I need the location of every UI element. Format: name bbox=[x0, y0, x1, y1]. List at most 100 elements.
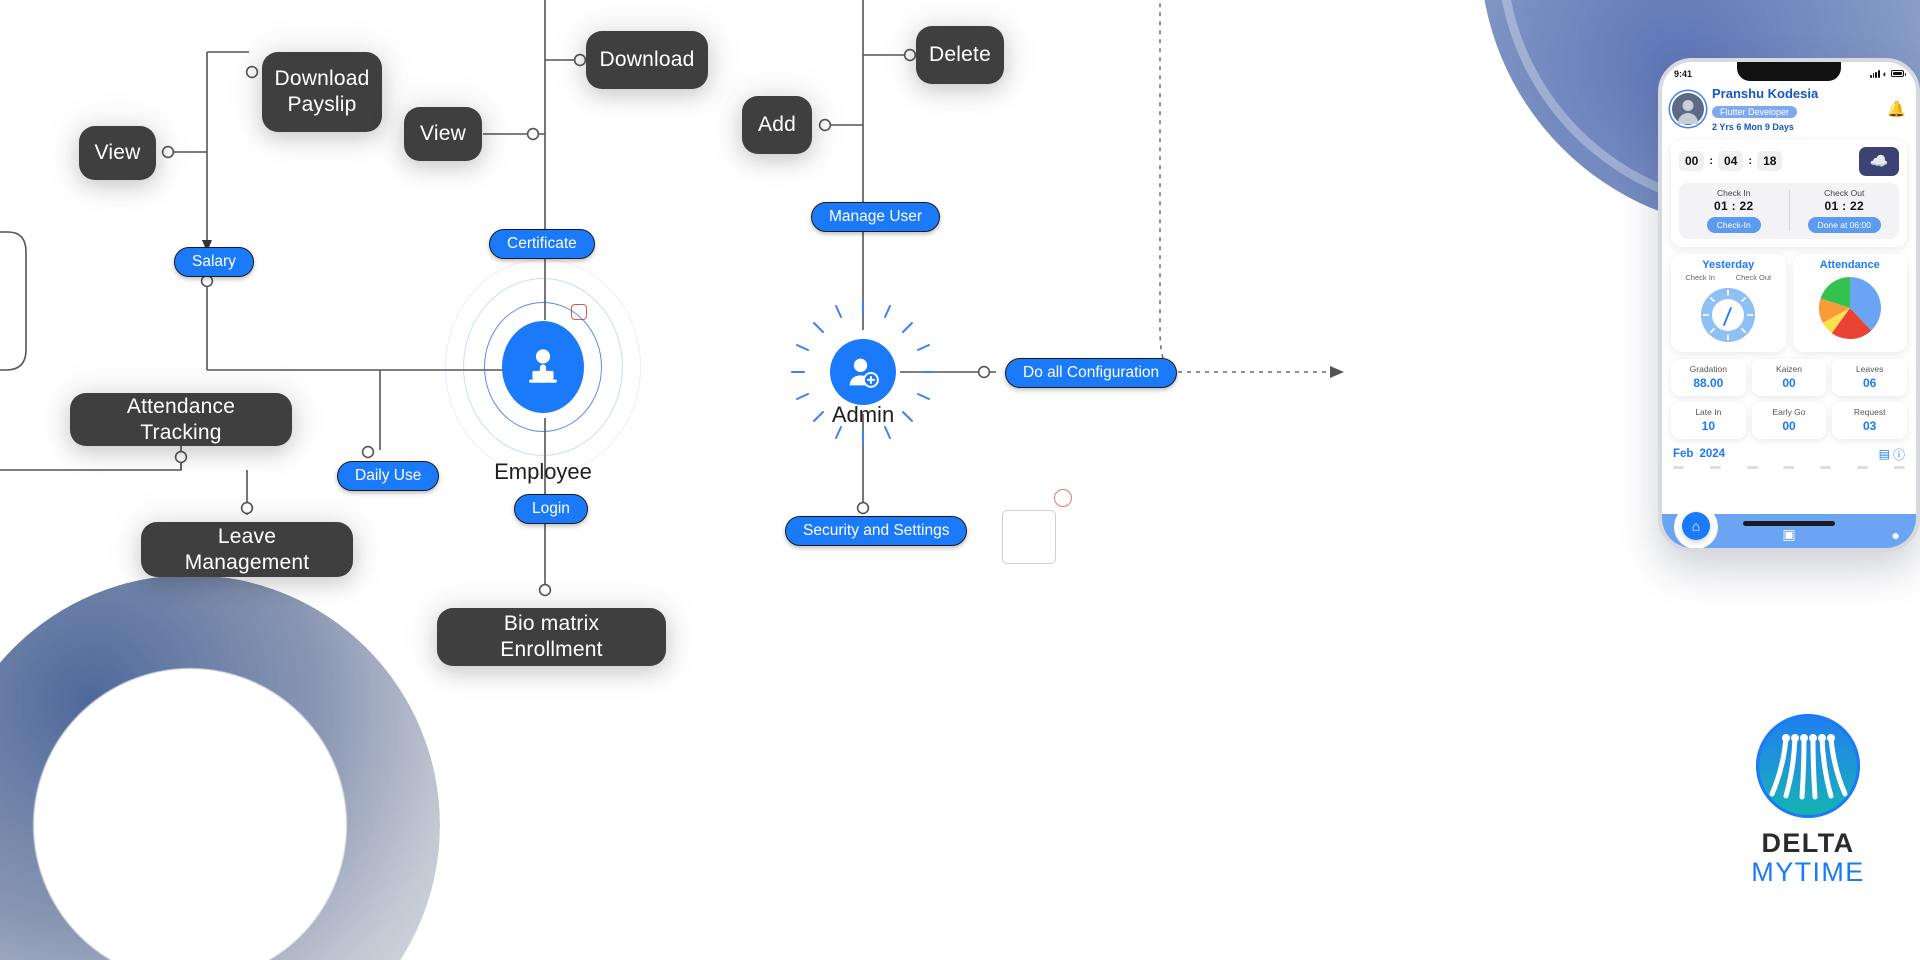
check-out-block: Check Out 01 : 22 Done at 06:00 bbox=[1790, 188, 1900, 233]
stat-kaizen[interactable]: Kaizen 00 bbox=[1751, 358, 1827, 396]
pie-slice bbox=[1820, 276, 1850, 308]
node-bio-matrix-enrollment[interactable]: Bio matrix Enrollment bbox=[437, 608, 666, 666]
node-manage-user[interactable]: Manage User bbox=[811, 202, 941, 232]
signal-icon bbox=[1869, 69, 1880, 78]
check-out-button[interactable]: Done at 06:00 bbox=[1807, 216, 1881, 233]
stat-value: 06 bbox=[1862, 375, 1877, 390]
timer-minutes: 04 bbox=[1718, 151, 1744, 172]
stat-key: Late In bbox=[1695, 406, 1722, 417]
timer-hours: 00 bbox=[1679, 151, 1705, 172]
check-in-label: Check In bbox=[1716, 187, 1751, 198]
home-indicator bbox=[1743, 521, 1835, 526]
admin-label: Admin bbox=[831, 402, 895, 427]
stat-late-in[interactable]: Late In 10 bbox=[1671, 401, 1746, 439]
phone-status-bar: 9:41 ◐ bbox=[1662, 62, 1916, 82]
profile-icon[interactable]: ● bbox=[1891, 527, 1900, 543]
stat-key: Leaves bbox=[1855, 363, 1884, 374]
node-attendance-tracking[interactable]: Attendance Tracking bbox=[70, 393, 292, 446]
stat-gradation[interactable]: Gradation 88.00 bbox=[1671, 358, 1746, 396]
node-daily-use[interactable]: Daily Use bbox=[337, 461, 440, 491]
stat-leaves[interactable]: Leaves 06 bbox=[1832, 358, 1907, 396]
timer-sep-1: : bbox=[1709, 155, 1714, 168]
list-view-icon[interactable]: ▤ bbox=[1878, 447, 1890, 462]
node-do-all-configuration[interactable]: Do all Configuration bbox=[1005, 358, 1178, 388]
yesterday-check-in-label: Check In bbox=[1685, 272, 1715, 282]
attendance-pie-chart bbox=[1797, 275, 1904, 341]
admin-icon bbox=[830, 339, 896, 405]
calendar-month: Feb bbox=[1673, 448, 1694, 461]
check-in-value: 01 : 22 bbox=[1714, 198, 1754, 213]
check-in-out-panel: Check In 01 : 22 Check-In Check Out 01 :… bbox=[1679, 182, 1900, 239]
stat-key: Early Go bbox=[1772, 406, 1806, 417]
node-download-certificate[interactable]: Download bbox=[586, 31, 708, 89]
node-view-salary[interactable]: View bbox=[79, 126, 156, 180]
stat-value: 00 bbox=[1782, 418, 1796, 433]
admin-rays bbox=[791, 300, 935, 444]
attendance-card[interactable]: Attendance bbox=[1792, 253, 1907, 352]
timer-sep-2: : bbox=[1748, 155, 1753, 168]
stat-value: 00 bbox=[1782, 375, 1796, 390]
calendar-year: 2024 bbox=[1699, 448, 1726, 461]
node-leave-management[interactable]: Leave Management bbox=[141, 522, 353, 577]
employee-halo-outer bbox=[445, 259, 641, 475]
phone-profile-header: Pranshu Kodesia Flutter Developer 2 Yrs … bbox=[1662, 82, 1916, 138]
employee-halo-inner bbox=[484, 302, 602, 432]
logo-name: DELTA bbox=[1761, 828, 1855, 858]
employee-icon bbox=[502, 321, 584, 413]
phone-mockup: 9:41 ◐ Pranshu Kodesia Flutter Developer… bbox=[1658, 58, 1920, 552]
user-tenure: 2 Yrs 6 Mon 9 Days bbox=[1712, 121, 1794, 132]
battery-icon bbox=[1891, 70, 1906, 77]
timer-card: 00 : 04 : 18 ☁️ Check In 01 : 22 Check-I… bbox=[1671, 139, 1907, 247]
wifi-icon: ◐ bbox=[1882, 68, 1888, 79]
decorative-white-square bbox=[1002, 510, 1056, 564]
check-in-block: Check In 01 : 22 Check-In bbox=[1679, 188, 1789, 233]
node-security-and-settings[interactable]: Security and Settings bbox=[785, 516, 968, 546]
check-in-button[interactable]: Check-In bbox=[1706, 216, 1761, 233]
info-icon[interactable]: ⓘ bbox=[1892, 447, 1905, 462]
logo-badge-icon bbox=[1756, 714, 1860, 818]
user-role-badge: Flutter Developer bbox=[1712, 105, 1798, 118]
attendance-title: Attendance bbox=[1819, 258, 1880, 271]
node-add-user[interactable]: Add bbox=[742, 96, 812, 154]
stat-key: Kaizen bbox=[1775, 363, 1802, 374]
stat-value: 88.00 bbox=[1693, 375, 1724, 390]
decorative-ring-bottom-left bbox=[0, 575, 440, 960]
node-delete-user[interactable]: Delete bbox=[916, 26, 1004, 84]
node-download-payslip[interactable]: Download Payslip bbox=[262, 52, 382, 132]
brand-logo: DELTA MYTIME bbox=[1724, 714, 1892, 888]
notification-bell-icon[interactable]: 🔔 bbox=[1887, 101, 1906, 119]
stat-early-go[interactable]: Early Go 00 bbox=[1751, 401, 1827, 439]
weather-night-icon: ☁️ bbox=[1859, 146, 1899, 176]
pie-slice bbox=[1831, 307, 1871, 339]
stat-request[interactable]: Request 03 bbox=[1832, 401, 1907, 439]
yesterday-title: Yesterday bbox=[1702, 258, 1755, 271]
check-out-value: 01 : 22 bbox=[1824, 198, 1864, 213]
clock-widget bbox=[1675, 284, 1782, 346]
panel-divider bbox=[1788, 189, 1790, 231]
yesterday-card[interactable]: Yesterday Check In Check Out bbox=[1671, 253, 1786, 352]
timer-seconds: 18 bbox=[1757, 151, 1783, 172]
node-salary[interactable]: Salary bbox=[174, 247, 254, 277]
calendar-header: Feb 2024 ▤ ⓘ bbox=[1673, 446, 1905, 463]
employee-halo-mid bbox=[463, 278, 623, 456]
pie-slice bbox=[1849, 276, 1881, 331]
node-view-certificate[interactable]: View bbox=[404, 107, 482, 161]
stat-value: 03 bbox=[1862, 418, 1877, 433]
check-out-label: Check Out bbox=[1824, 187, 1865, 198]
stat-key: Request bbox=[1853, 406, 1886, 417]
node-certificate[interactable]: Certificate bbox=[489, 229, 595, 259]
node-login[interactable]: Login bbox=[514, 494, 588, 524]
stat-value: 10 bbox=[1701, 418, 1715, 433]
logo-subname: MYTIME bbox=[1751, 857, 1865, 887]
avatar[interactable] bbox=[1672, 93, 1704, 126]
home-icon[interactable]: ⌂ bbox=[1682, 512, 1710, 540]
stat-key: Gradation bbox=[1689, 363, 1727, 374]
arrow-to-phone bbox=[1330, 366, 1344, 378]
calendar-day-strip bbox=[1673, 465, 1905, 469]
stats-grid: Gradation 88.00 Kaizen 00 Leaves 06 Late… bbox=[1671, 358, 1907, 439]
decorative-red-circle bbox=[1054, 489, 1072, 507]
bottom-nav-bar: ⌂ ▣ ● bbox=[1662, 505, 1916, 548]
grid-icon[interactable]: ▣ bbox=[1782, 526, 1796, 542]
user-name: Pranshu Kodesia bbox=[1712, 86, 1819, 101]
